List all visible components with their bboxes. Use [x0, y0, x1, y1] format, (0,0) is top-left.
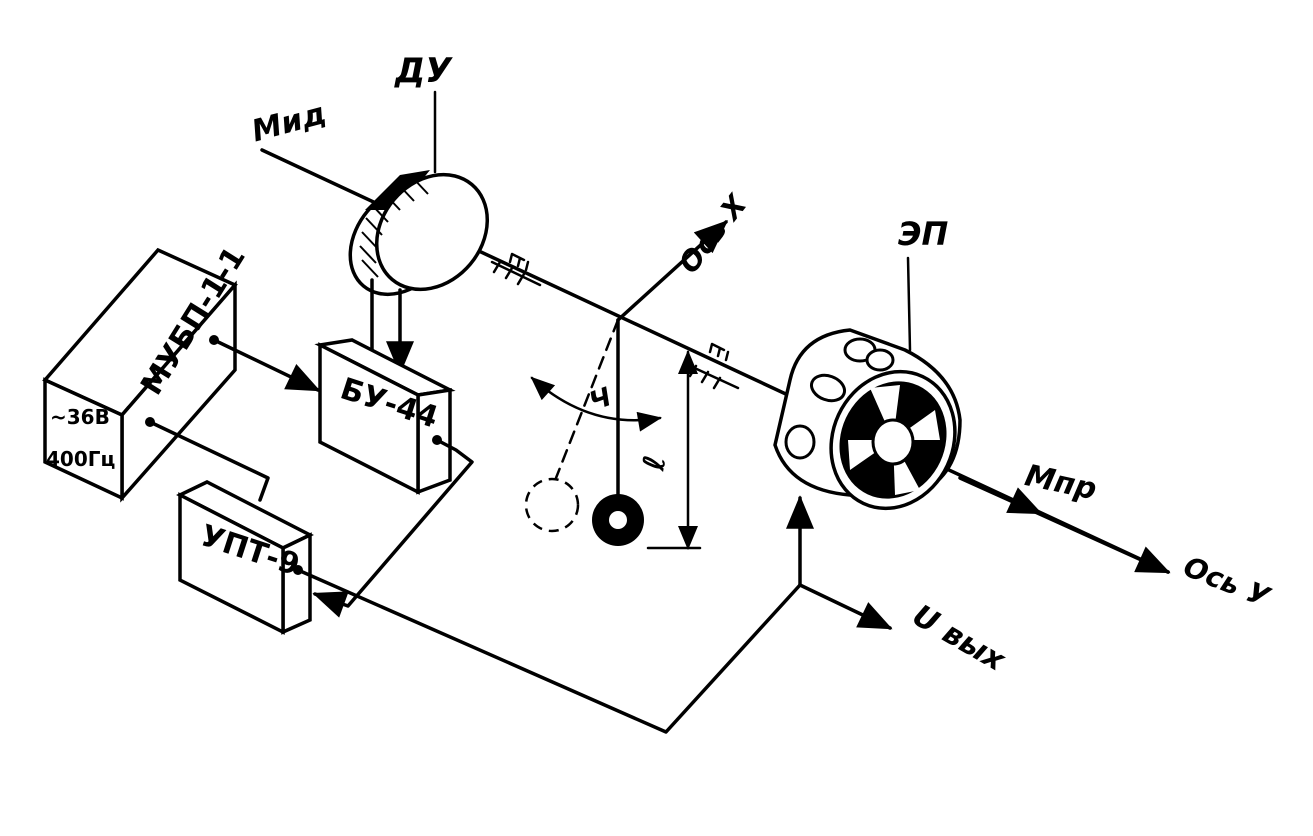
mubp-voltage: ~36В [50, 405, 110, 429]
ep-motor [773, 328, 962, 511]
length-label: ℓ [636, 453, 673, 474]
u-out-label: U вых [906, 598, 1012, 679]
angle-arc [530, 376, 662, 432]
ep-label: ЭП [898, 215, 948, 253]
m-id-label: Мид [248, 96, 330, 149]
bearing-1 [490, 252, 542, 287]
x-axis-label: Ось Х [672, 188, 754, 280]
du-label: ДУ [394, 51, 453, 91]
deflected-bob [524, 477, 580, 533]
ep-leader [906, 256, 912, 352]
upt-block [176, 480, 314, 635]
upt-to-output-wire [296, 568, 802, 734]
x-axis-arrow [616, 220, 729, 322]
mubp-block [42, 247, 238, 503]
pendulum-bob-hole [609, 511, 627, 529]
bu-to-upt-wire [312, 438, 474, 618]
m-pr-arrow [988, 487, 1043, 515]
y-axis-label: Ось У [1179, 550, 1276, 615]
u-out-arrow [798, 583, 893, 630]
du-sensor [348, 170, 490, 297]
mubp-to-upt-wire [148, 420, 270, 502]
m-pr-label: Мпр [1022, 458, 1100, 507]
mubp-to-bu-wire [212, 338, 321, 392]
mubp-frequency: 400Гц [46, 447, 115, 471]
